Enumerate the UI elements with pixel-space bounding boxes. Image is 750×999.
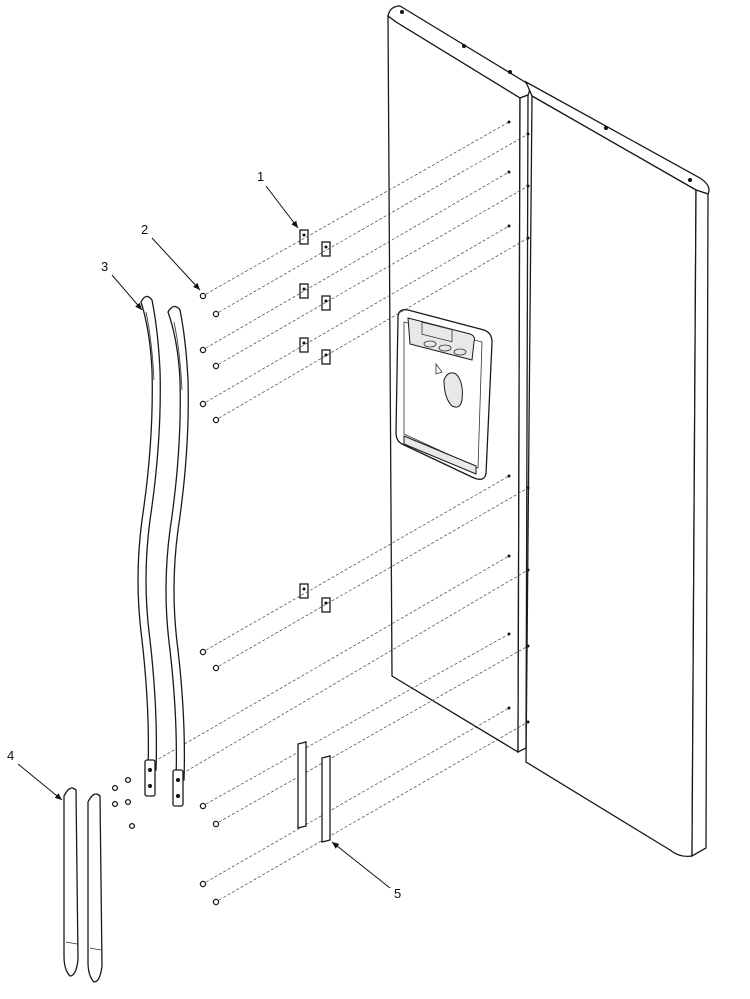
callout-4: 4: [7, 748, 63, 801]
callout-1: 1: [257, 169, 299, 229]
svg-text:2: 2: [141, 222, 148, 237]
svg-text:4: 4: [7, 748, 14, 763]
assembly-lines: [149, 121, 529, 901]
lower-trim-strips: [297, 741, 331, 843]
svg-text:1: 1: [257, 169, 264, 184]
callout-3: 3: [101, 259, 143, 311]
callout-2: 2: [141, 222, 201, 291]
screws: [111, 292, 220, 906]
handle-brackets: [299, 229, 331, 613]
svg-text:3: 3: [101, 259, 108, 274]
callout-5: 5: [331, 841, 401, 901]
ice-water-dispenser: [395, 309, 493, 480]
handle-trim-caps: [63, 787, 103, 983]
door-handles: [137, 295, 189, 807]
svg-text:5: 5: [394, 886, 401, 901]
